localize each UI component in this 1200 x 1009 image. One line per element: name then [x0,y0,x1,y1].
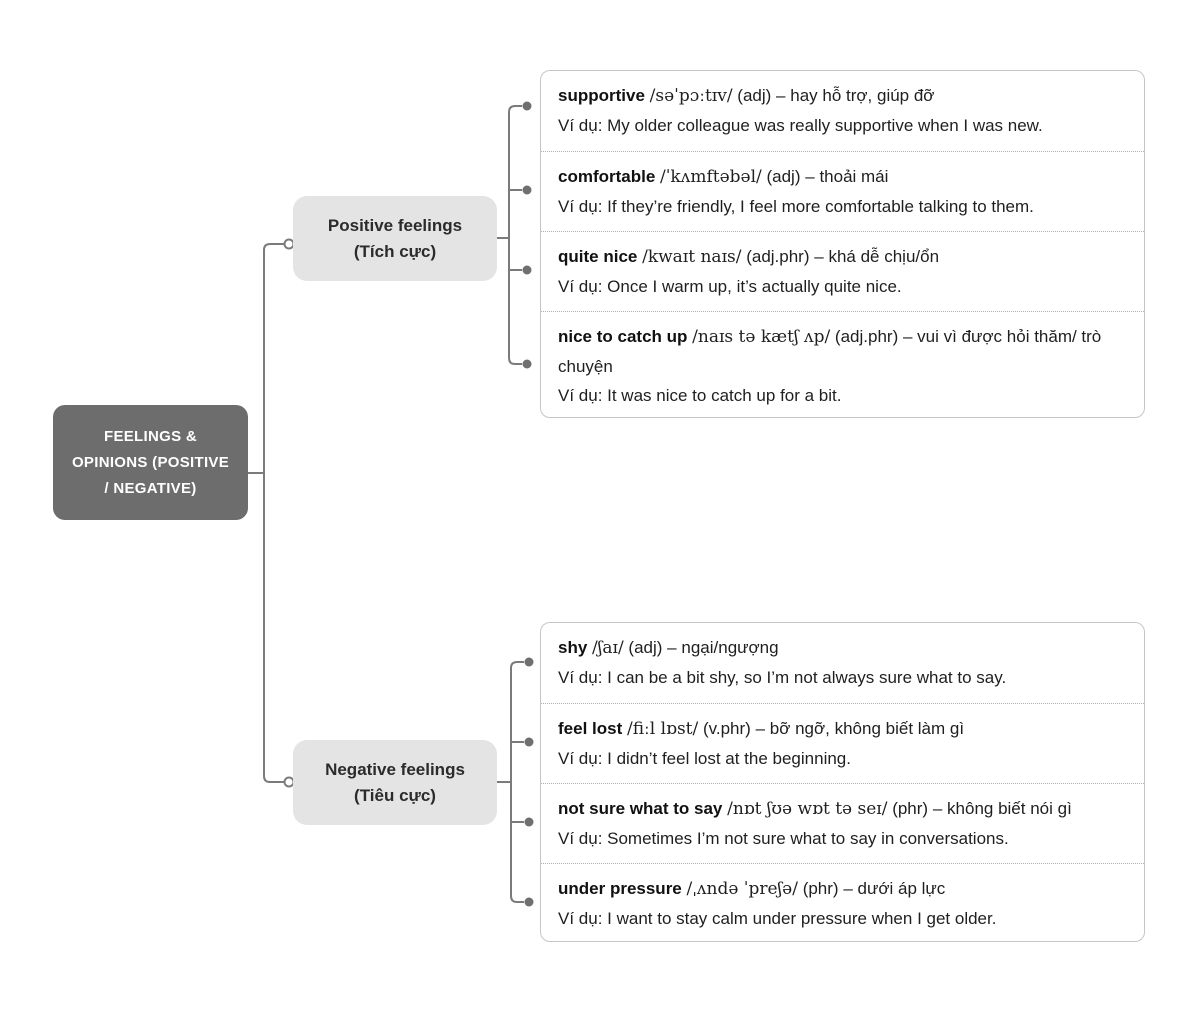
root-title-line: / NEGATIVE) [104,479,197,497]
vocab-entry-supportive[interactable]: supportive /səˈpɔːtɪv/ (adj) – hay hỗ tr… [541,71,1144,151]
entry-pos: (adj) [766,167,801,186]
entry-example: Ví dụ: Sometimes I’m not sure what to sa… [558,829,1009,848]
entry-phonetic: /ʃaɪ/ [592,638,624,658]
entry-headword: quite nice [558,247,638,266]
entry-definition-line: nice to catch up /naɪs tə kætʃ ʌp/ (adj.… [558,322,1136,381]
entry-pos: (adj) [628,638,663,657]
entry-dot [522,359,532,369]
entry-example: Ví dụ: My older colleague was really sup… [558,116,1043,135]
vocab-box-negative: shy /ʃaɪ/ (adj) – ngại/ngượng Ví dụ: I c… [540,622,1145,942]
entry-phonetic: /fiːl lɒst/ [626,719,699,739]
entry-dot [522,185,532,195]
negative-spine [510,661,524,903]
entry-dot [524,737,534,747]
entry-phonetic: /naɪs tə kætʃ ʌp/ [692,327,831,347]
entry-example: Ví dụ: Once I warm up, it’s actually qui… [558,277,902,296]
entry-meaning: hay hỗ trợ, giúp đỡ [790,86,935,105]
root-title-line: FEELINGS & [103,427,197,445]
entry-meaning: không biết nói gì [947,799,1072,818]
entry-phonetic: /ˈkʌmftəbəl/ [660,167,762,187]
entry-meaning: dưới áp lực [857,879,946,898]
entry-definition-line: supportive /səˈpɔːtɪv/ (adj) – hay hỗ tr… [558,81,1136,111]
entry-definition-line: under pressure /ˌʌndə ˈpreʃə/ (phr) – dư… [558,874,1136,904]
entry-pos: (adj.phr) [746,247,810,266]
entry-headword: supportive [558,86,645,105]
entry-example: Ví dụ: I want to stay calm under pressur… [558,909,997,928]
entry-headword: feel lost [558,719,623,738]
entry-headword: not sure what to say [558,799,723,818]
dash-separator: – [755,719,766,738]
branch-node-negative-feelings[interactable]: Negative feelings (Tiêu cực) [293,740,497,825]
entry-pos: (adj.phr) [834,327,899,346]
entry-definition-line: shy /ʃaɪ/ (adj) – ngại/ngượng [558,633,1136,663]
entry-pos: (v.phr) [702,719,751,738]
entry-meaning: khá dễ chịu/ổn [828,247,940,266]
dash-separator: – [776,86,786,105]
entry-example: Ví dụ: If they’re friendly, I feel more … [558,197,1034,216]
entry-pos: (phr) [802,879,839,898]
dash-separator: – [814,247,824,266]
entry-pos: (phr) [892,799,929,818]
dash-separator: – [843,879,853,898]
vocab-entry-feel-lost[interactable]: feel lost /fiːl lɒst/ (v.phr) – bỡ ngỡ, … [541,703,1144,783]
entry-phonetic: /kwaɪt naɪs/ [642,247,742,267]
vocab-entry-comfortable[interactable]: comfortable /ˈkʌmftəbəl/ (adj) – thoải m… [541,151,1144,231]
entry-headword: nice to catch up [558,327,688,346]
vocab-entry-nice-to-catch-up[interactable]: nice to catch up /naɪs tə kætʃ ʌp/ (adj.… [541,311,1144,410]
entry-headword: under pressure [558,879,682,898]
entry-pos: (adj) [737,86,772,105]
positive-spine [508,105,522,365]
trunk-connector [263,243,284,783]
entry-example: Ví dụ: I can be a bit shy, so I’m not al… [558,668,1007,687]
entry-headword: comfortable [558,167,656,186]
entry-meaning: ngại/ngượng [681,638,779,657]
vocab-entry-under-pressure[interactable]: under pressure /ˌʌndə ˈpreʃə/ (phr) – dư… [541,863,1144,933]
vocab-entry-shy[interactable]: shy /ʃaɪ/ (adj) – ngại/ngượng Ví dụ: I c… [541,623,1144,703]
entry-definition-line: feel lost /fiːl lɒst/ (v.phr) – bỡ ngỡ, … [558,714,1136,744]
entry-example: Ví dụ: It was nice to catch up for a bit… [558,386,842,405]
entry-phonetic: /səˈpɔːtɪv/ [649,86,733,106]
root-node-feelings-opinions[interactable]: FEELINGS & OPINIONS (POSITIVE / NEGATIVE… [53,405,248,520]
entry-meaning: vui vì được hỏi thăm/ trò chuyện [558,327,1102,376]
entry-phonetic: /ˌʌndə ˈpreʃə/ [686,879,798,899]
dash-separator: – [902,327,913,346]
entry-definition-line: quite nice /kwaɪt naɪs/ (adj.phr) – khá … [558,242,1136,272]
vocab-entry-quite-nice[interactable]: quite nice /kwaɪt naɪs/ (adj.phr) – khá … [541,231,1144,311]
entry-dot [522,265,532,275]
dash-separator: – [805,167,815,186]
vocab-entry-not-sure-what-to-say[interactable]: not sure what to say /nɒt ʃʊə wɒt tə seɪ… [541,783,1144,863]
branch-label-line: (Tích cực) [353,241,437,261]
entry-dot [522,101,532,111]
entry-headword: shy [558,638,588,657]
entry-dot [524,657,534,667]
branch-label-line: Positive feelings [327,215,463,235]
entry-meaning: thoải mái [819,167,889,186]
root-title-line: OPINIONS (POSITIVE [71,453,230,471]
dash-separator: – [932,799,943,818]
branch-node-positive-feelings[interactable]: Positive feelings (Tích cực) [293,196,497,281]
entry-meaning: bỡ ngỡ, không biết làm gì [769,719,965,738]
vocab-box-positive: supportive /səˈpɔːtɪv/ (adj) – hay hỗ tr… [540,70,1145,418]
entry-dot [524,897,534,907]
dash-separator: – [667,638,677,657]
branch-label-line: Negative feelings [325,759,465,779]
entry-phonetic: /nɒt ʃʊə wɒt tə seɪ/ [727,799,888,819]
entry-definition-line: comfortable /ˈkʌmftəbəl/ (adj) – thoải m… [558,162,1136,192]
entry-definition-line: not sure what to say /nɒt ʃʊə wɒt tə seɪ… [558,794,1136,824]
entry-example: Ví dụ: I didn’t feel lost at the beginni… [558,749,851,768]
branch-label-line: (Tiêu cực) [354,785,436,805]
entry-dot [524,817,534,827]
